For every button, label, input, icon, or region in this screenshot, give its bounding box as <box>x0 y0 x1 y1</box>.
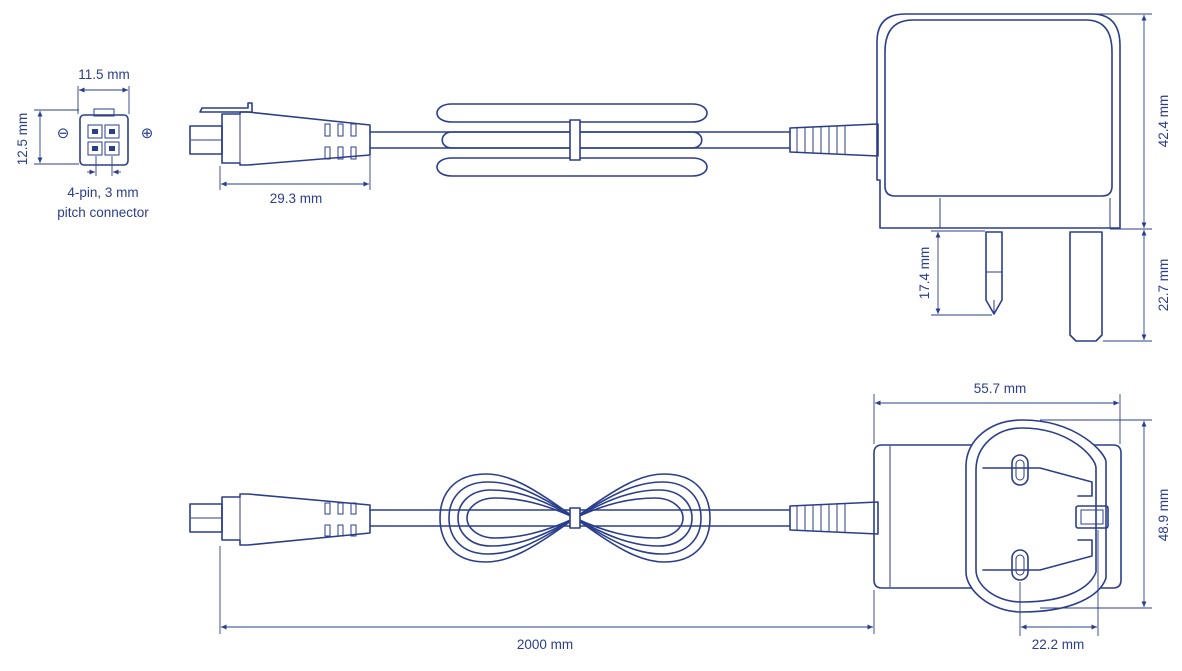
connector-width-label: 11.5 mm <box>78 67 130 82</box>
long-pin <box>1069 231 1103 342</box>
connector-height-label: 12.5 mm <box>15 113 30 166</box>
dc-plug <box>189 493 371 546</box>
cable-coil <box>436 103 708 177</box>
pin-cell <box>87 141 103 156</box>
pin-slot <box>1011 549 1029 581</box>
pin <box>109 146 115 151</box>
pin <box>92 129 98 134</box>
plus-icon: ⊕ <box>141 125 154 142</box>
dc-plug <box>189 102 371 166</box>
strain-relief <box>789 501 879 535</box>
pin-offset-label: 22.2 mm <box>1032 637 1085 652</box>
connector-caption-line1: 4-pin, 3 mm <box>67 185 138 200</box>
strain-relief <box>789 123 879 157</box>
connector-end-view: 11.5 mm 12.5 mm ⊖ ⊕ 4-pin, 3 mm pitch co… <box>15 67 153 220</box>
body-height-label: 42.4 mm <box>1156 95 1171 148</box>
pin-cell <box>104 141 120 156</box>
body-width-label: 55.7 mm <box>974 381 1027 396</box>
connector-housing <box>79 114 129 166</box>
short-pin-label: 17.4 mm <box>917 247 932 300</box>
short-pin <box>985 231 1003 315</box>
connector-caption-line2: pitch connector <box>57 205 149 220</box>
minus-icon: ⊖ <box>57 125 70 142</box>
plug-length-label: 29.3 mm <box>270 191 323 206</box>
body-height-label: 48.9 mm <box>1156 489 1171 542</box>
pin-cell <box>87 124 103 139</box>
earth-pin <box>1075 505 1109 529</box>
adapter-body <box>873 444 1122 589</box>
connector-latch <box>93 108 115 117</box>
long-pin-label: 22.7 mm <box>1156 259 1171 312</box>
front-view: 55.7 mm 48.9 mm 2000 mm 22.2 mm <box>189 381 1171 652</box>
cable-coil <box>439 473 711 563</box>
pin-cell <box>104 124 120 139</box>
cable-length-label: 2000 mm <box>517 637 573 652</box>
pin <box>109 129 115 134</box>
pin-slot <box>1011 454 1029 486</box>
plug-faceplate <box>965 419 1109 613</box>
pin <box>92 146 98 151</box>
side-view: 29.3 mm 42.4 mm 17.4 mm 22.7 mm <box>189 13 1171 342</box>
adapter-body <box>876 13 1121 229</box>
